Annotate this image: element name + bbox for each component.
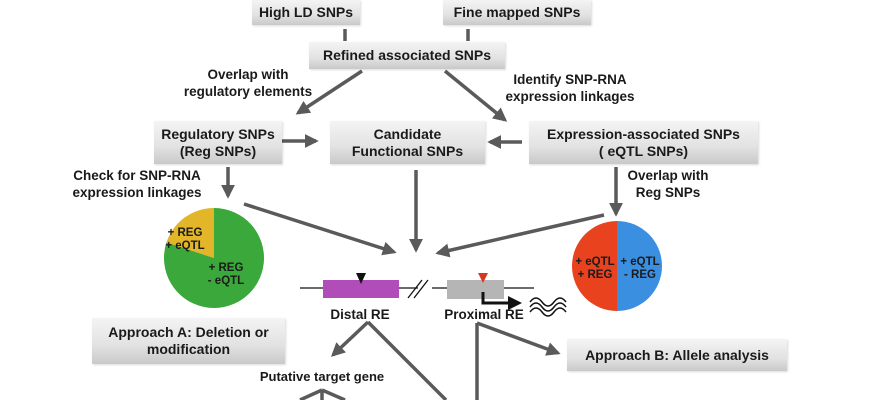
- label-identify-linkages: Identify SNP-RNA expression linkages: [505, 72, 635, 104]
- distal-re-element: [323, 280, 399, 298]
- line-target-right: [321, 388, 346, 400]
- proximal-re-element: [447, 280, 504, 299]
- box-approach-a-line2: modification: [146, 341, 231, 357]
- label-proximal-re: Proximal RE: [444, 307, 524, 322]
- box-regulatory-line1: Regulatory SNPs: [161, 125, 275, 142]
- arrow-rightpie-to-locus: [435, 213, 605, 258]
- box-candidate-line1: Candidate: [373, 125, 442, 142]
- box-approach-b: Approach B: Allele analysis: [567, 339, 787, 371]
- box-candidate-line2: Functional SNPs: [351, 142, 464, 159]
- line-distal-down: [366, 320, 448, 400]
- arrow-leftpie-to-locus: [243, 202, 397, 256]
- box-high-ld-snps: High LD SNPs: [252, 0, 360, 25]
- pie-right-slice-1: [572, 221, 617, 311]
- label-putative-target-gene: Putative target gene: [259, 369, 385, 384]
- arrow-proximal-to-approach-b: [476, 321, 561, 356]
- label-overlap-reg-elements: Overlap with regulatory elements: [183, 67, 313, 99]
- box-refined-associated-snps: Refined associated SNPs: [309, 42, 505, 69]
- tss-arrowhead-icon: [508, 296, 522, 310]
- box-expression-line1: Expression-associated SNPs: [547, 125, 740, 142]
- box-approach-a: Approach A: Deletion or modification: [92, 318, 285, 364]
- box-approach-a-line1: Approach A: Deletion or: [108, 324, 269, 340]
- pie-chart-eqtl-snps: [572, 221, 662, 311]
- pie-right-slice-2: [617, 221, 662, 311]
- pie-left-slice-1: [166, 208, 214, 258]
- arrow-refined-to-regulatory: [295, 69, 363, 115]
- box-expression-line2: ( eQTL SNPs): [598, 142, 689, 159]
- transcript-rna-icon: [529, 297, 567, 317]
- box-regulatory-snps: Regulatory SNPs (Reg SNPs): [154, 121, 282, 164]
- pie-chart-reg-snps: [163, 208, 264, 308]
- arrow-refined-to-expression: [443, 69, 508, 122]
- box-candidate-functional-snps: Candidate Functional SNPs: [330, 121, 485, 164]
- box-fine-mapped-snps: Fine mapped SNPs: [443, 0, 591, 25]
- box-refined-label: Refined associated SNPs: [322, 47, 492, 63]
- box-fine-mapped-snps-label: Fine mapped SNPs: [453, 4, 581, 20]
- pie-right-slice-2-label: + eQTL - REG: [620, 256, 660, 281]
- line-target-left: [299, 388, 323, 400]
- label-check-linkages: Check for SNP-RNA expression linkages: [72, 168, 202, 200]
- arrow-distal-to-target: [330, 320, 370, 357]
- box-high-ld-snps-label: High LD SNPs: [258, 4, 354, 20]
- box-expression-associated-snps: Expression-associated SNPs ( eQTL SNPs): [529, 121, 758, 164]
- gene-locus: [300, 273, 567, 317]
- pie-left-slice-1-label: + REG + eQTL: [165, 227, 205, 252]
- tss-arrow-icon: [481, 292, 510, 305]
- box-approach-b-label: Approach B: Allele analysis: [585, 346, 769, 363]
- distal-snp-marker-icon: [356, 273, 366, 284]
- pie-right-slice-1-label: + eQTL + REG: [575, 256, 615, 281]
- break-mark-icon: [407, 279, 429, 299]
- box-regulatory-line2: (Reg SNPs): [179, 142, 257, 159]
- pie-left-slice-2-label: + REG - eQTL: [207, 262, 245, 287]
- proximal-snp-marker-icon: [478, 273, 488, 283]
- label-overlap-reg-snps: Overlap with Reg SNPs: [627, 168, 709, 200]
- label-distal-re: Distal RE: [330, 307, 390, 322]
- pie-left-slice-2: [163, 208, 264, 308]
